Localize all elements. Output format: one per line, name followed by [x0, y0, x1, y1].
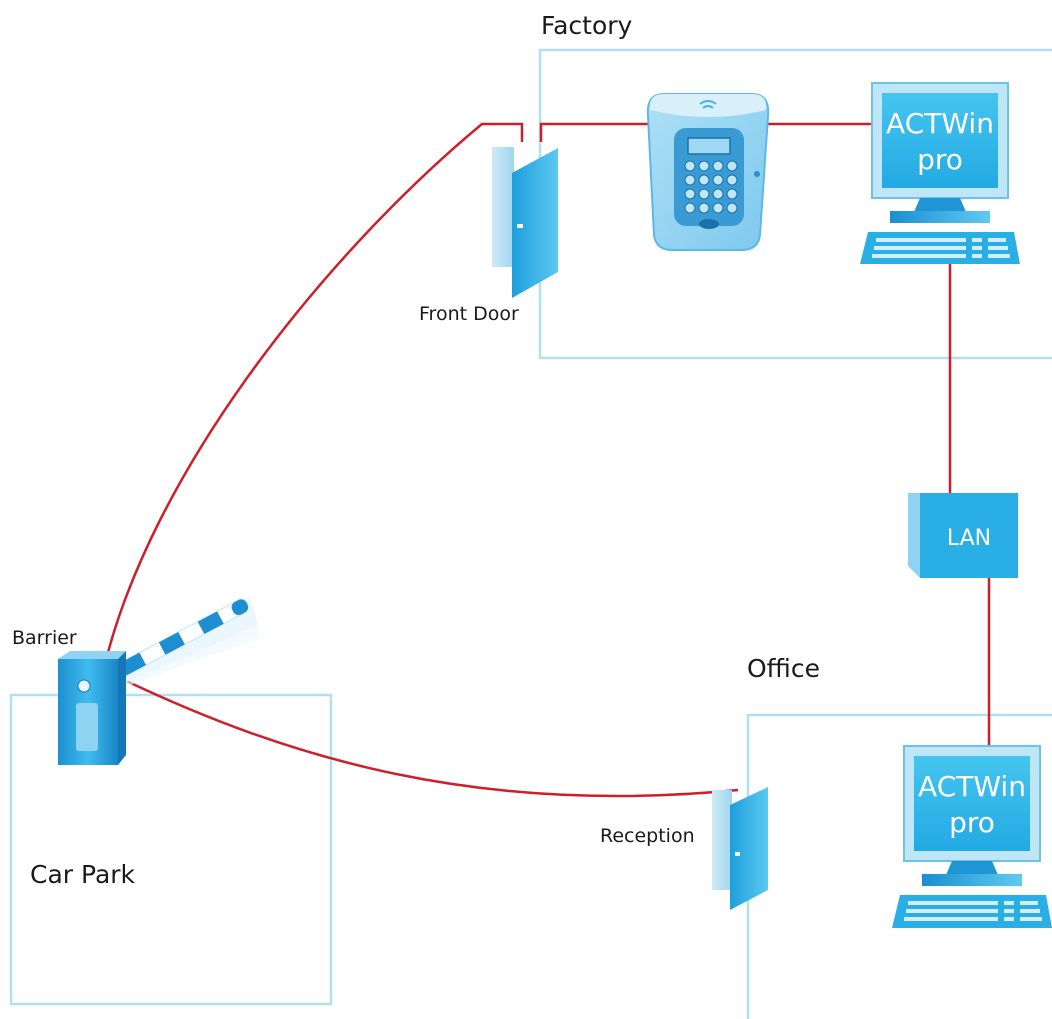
wire-barrier-reception: [115, 674, 739, 798]
car-park-zone: [9, 693, 333, 1006]
door-icon: [712, 787, 768, 910]
computer-top-line2: pro: [917, 143, 963, 176]
access-reader-icon: [646, 93, 770, 251]
wire-front-door-reader: [539, 122, 652, 142]
reception-label: Reception: [600, 825, 695, 847]
lan-switch-icon: LAN: [908, 493, 1018, 578]
computer-icon: ACTWin pro: [860, 82, 1020, 264]
wire-barrier-front-door: [101, 122, 524, 673]
barrier-icon: [58, 598, 260, 765]
computer-icon: ACTWin pro: [892, 745, 1052, 928]
factory-label: Factory: [541, 11, 633, 40]
front-door-label: Front Door: [419, 303, 519, 325]
door-icon: [492, 147, 558, 298]
computer-top-line1: ACTWin: [886, 107, 994, 140]
wiring: [101, 122, 991, 798]
office-label: Office: [747, 654, 820, 683]
lan-label: LAN: [947, 526, 991, 551]
car-park-label: Car Park: [30, 860, 136, 889]
computer-bottom-line1: ACTWin: [918, 770, 1026, 803]
computer-bottom-line2: pro: [949, 806, 995, 839]
barrier-label: Barrier: [12, 627, 77, 649]
office-zone: [746, 713, 1052, 1019]
